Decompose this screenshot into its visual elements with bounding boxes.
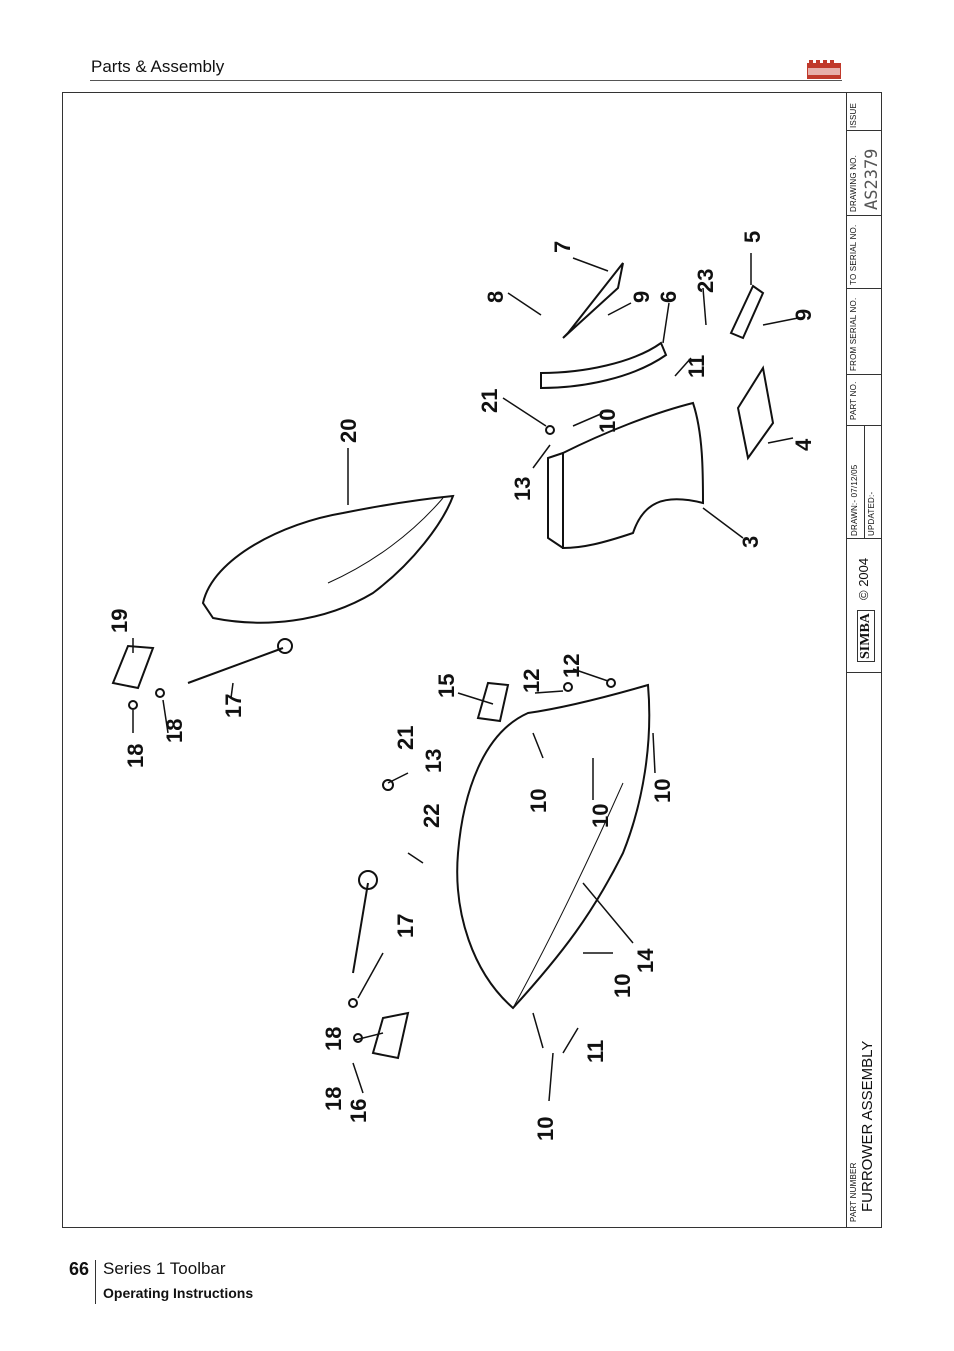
callout-label: 3: [738, 536, 763, 548]
from-serial-label: FROM SERIAL NO.: [849, 297, 858, 371]
callout-label: 5: [740, 231, 765, 243]
footer-subtitle: Operating Instructions: [103, 1285, 254, 1301]
title-block-rule: [846, 215, 882, 216]
callout-label: 19: [107, 609, 132, 633]
title-block-rule: [846, 672, 882, 673]
callout-label: 21: [393, 726, 418, 750]
plate-4: [736, 365, 775, 461]
header-divider: [90, 80, 842, 81]
callout-label: 11: [684, 355, 709, 378]
callout-label: 23: [693, 269, 718, 293]
mouldboard-14: [456, 683, 651, 1010]
callout-label: 6: [656, 291, 681, 303]
frame-3: [562, 401, 705, 550]
callout-label: 13: [421, 749, 446, 773]
bracket-19: [111, 644, 155, 690]
callout-label: 10: [533, 1117, 558, 1141]
simba-title-logo: SIMBA: [857, 610, 875, 662]
drawing-no-label: DRAWING NO.: [849, 154, 858, 212]
callout-label: 21: [477, 389, 502, 413]
drawing-no-value: AS2379: [862, 148, 882, 210]
bracket-15: [476, 681, 510, 723]
title-block-rule: [846, 538, 882, 539]
callout-label: 17: [393, 914, 418, 938]
callout-label: 9: [629, 291, 654, 303]
callout-label: 18: [321, 1027, 346, 1051]
callout-label: 15: [434, 674, 459, 698]
callout-label: 17: [221, 694, 246, 718]
simba-logo-icon: [807, 60, 841, 79]
rod-17b: [352, 882, 369, 974]
callout-label: 10: [588, 804, 613, 828]
page-number: 66: [69, 1259, 90, 1279]
title-block-rule: [864, 425, 865, 538]
callout-label: 18: [162, 719, 187, 743]
title-block-rule: [846, 130, 882, 131]
callout-label: 12: [559, 654, 584, 678]
rod-17: [187, 647, 284, 684]
copyright-text: © 2004: [856, 557, 871, 600]
footer-divider: [95, 1260, 96, 1304]
callout-label: 8: [483, 291, 508, 303]
callout-label: 22: [419, 804, 444, 828]
drawing-frame: [62, 92, 882, 1228]
issue-label: ISSUE: [849, 102, 858, 128]
callout-label: 10: [595, 409, 620, 433]
callout-label: 16: [346, 1099, 371, 1123]
page-header-title: Parts & Assembly: [91, 57, 225, 76]
callout-label: 10: [610, 974, 635, 998]
arm-6: [540, 341, 668, 390]
updated-label: UPDATED:-: [867, 491, 876, 536]
assembly-name: FURROWER ASSEMBLY: [859, 1040, 876, 1212]
callout-label: 10: [650, 779, 675, 803]
callout-label: 12: [519, 669, 544, 693]
callout-labels: 7 8 9 6 23 5 9 11 10 21 4 13 20 3 19 17 …: [107, 231, 816, 1141]
title-block-divider: [846, 92, 847, 1228]
callout-label: 4: [791, 438, 816, 451]
drawn-label: DRAWN:- 07/12/05: [850, 464, 859, 536]
part-no-label: PART NO.: [849, 381, 858, 421]
plate-7: [562, 262, 624, 339]
callout-label: 7: [550, 241, 575, 253]
title-block-rule: [846, 288, 882, 289]
furrower-assembly-drawing: 7 8 9 6 23 5 9 11 10 21 4 13 20 3 19 17 …: [107, 231, 816, 1141]
callout-label: 20: [336, 419, 361, 443]
callout-label: 9: [791, 309, 816, 321]
bracket-5: [729, 284, 765, 340]
callout-label: 11: [583, 1040, 608, 1063]
part-number-label: PART NUMBER: [849, 1162, 858, 1222]
callout-label: 14: [633, 948, 658, 973]
callout-label: 18: [123, 744, 148, 768]
callout-label: 13: [510, 477, 535, 501]
bracket-16: [371, 1011, 410, 1060]
callout-label: 10: [526, 789, 551, 813]
title-block-rule: [846, 374, 882, 375]
to-serial-label: TO SERIAL NO.: [849, 224, 858, 285]
footer-series: Series 1 Toolbar: [103, 1259, 226, 1278]
callout-label: 18: [321, 1087, 346, 1111]
mouldboard-20: [201, 494, 455, 624]
